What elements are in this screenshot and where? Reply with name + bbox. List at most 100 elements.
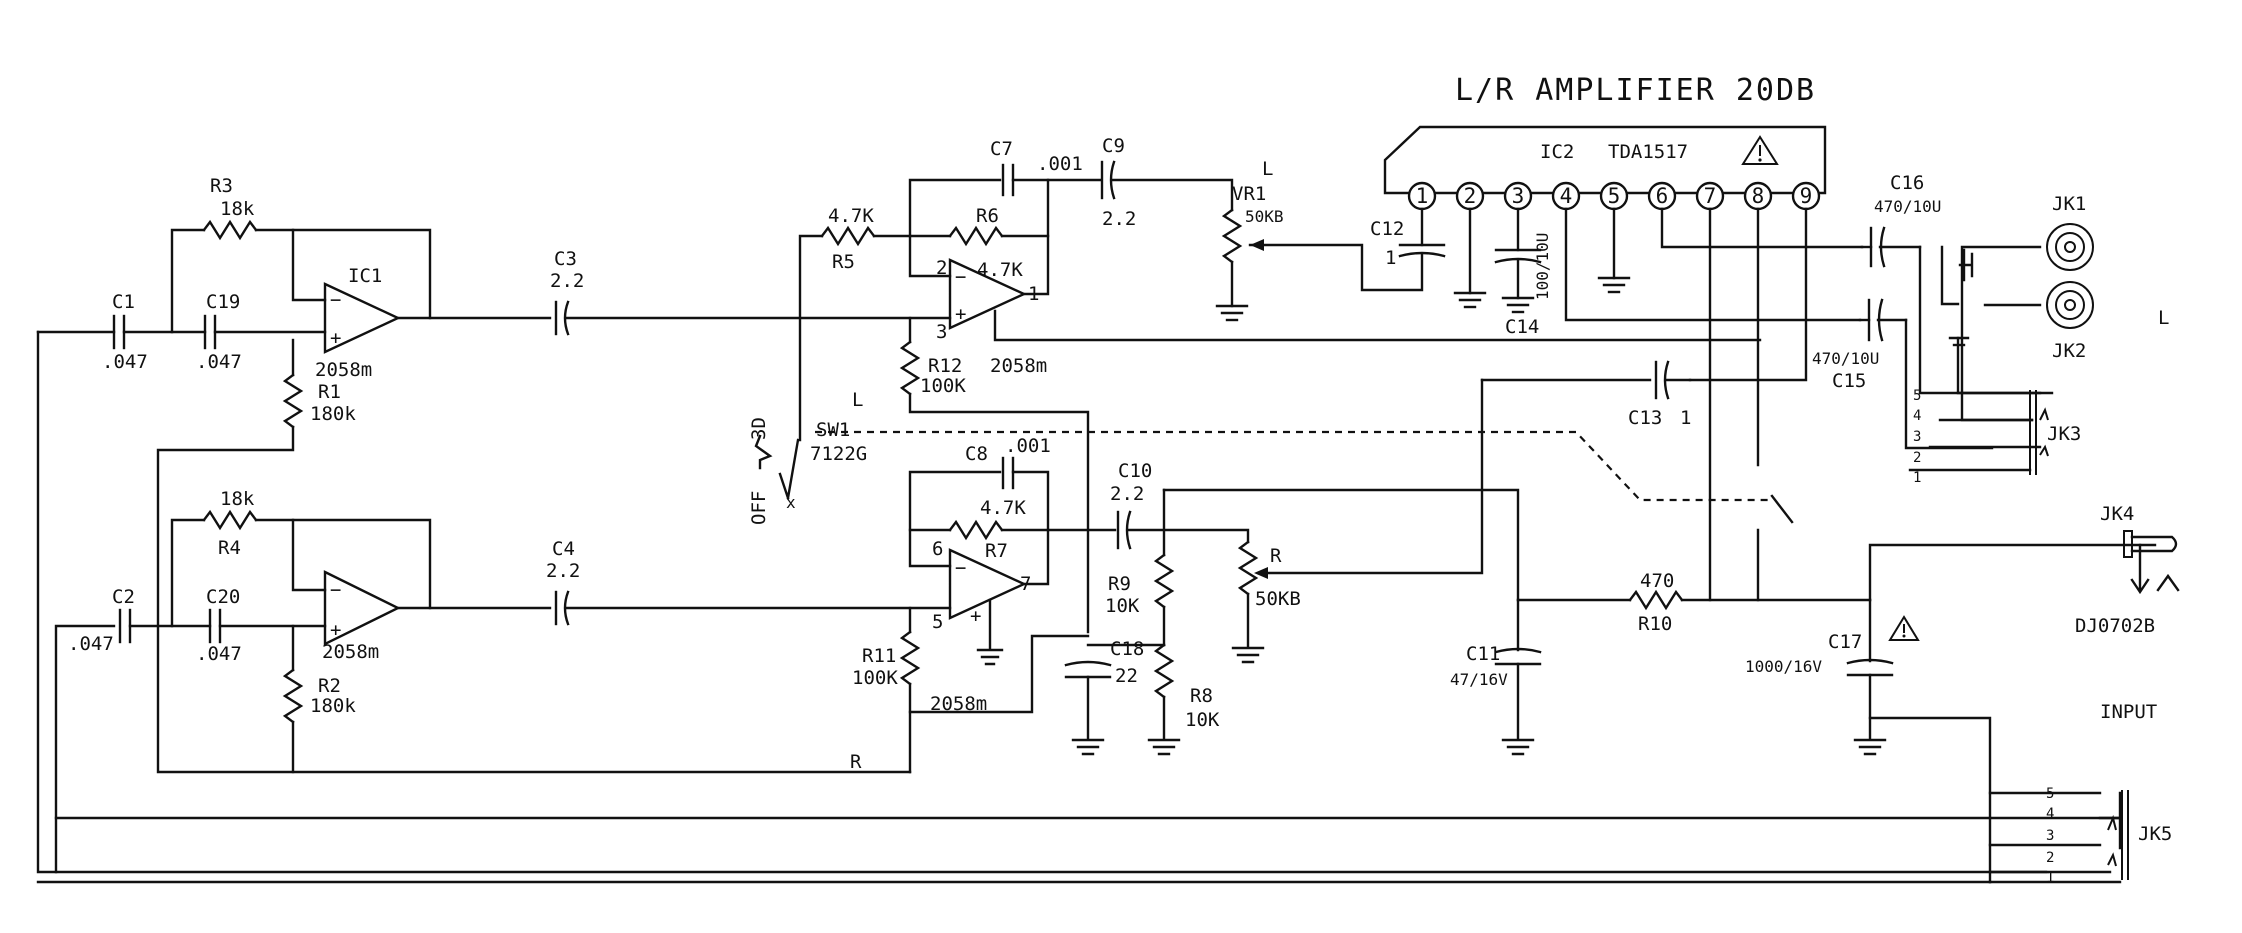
svg-text:50KB: 50KB [1245,207,1284,226]
svg-text:4: 4 [1560,184,1573,208]
svg-text:+: + [330,327,341,349]
schematic-title: L/R AMPLIFIER 20DB [1455,73,1816,108]
svg-text:−: − [955,557,966,579]
svg-text:C18: C18 [1110,638,1144,660]
resistor-r1 [282,373,304,429]
svg-text:.001: .001 [1005,435,1051,457]
svg-text:47/16V: 47/16V [1450,670,1508,689]
svg-text:JK1: JK1 [2052,193,2086,215]
svg-text:−: − [330,579,341,601]
svg-text:L: L [1262,158,1273,180]
svg-text:C14: C14 [1505,316,1539,338]
svg-text:470/10U: 470/10U [1812,349,1879,368]
resistor-r9 [1153,553,1175,609]
ganged-switch-link [815,430,1770,502]
svg-text:22: 22 [1115,665,1138,687]
svg-text:5: 5 [1608,184,1621,208]
svg-text:−: − [330,289,341,311]
switch-sw1 [778,438,800,500]
svg-text:4: 4 [1913,408,1921,424]
svg-text:R1: R1 [318,381,341,403]
capacitor-c1 [112,314,126,350]
svg-text:4: 4 [2046,806,2054,822]
resistor-r8 [1153,643,1175,699]
svg-text:1: 1 [1416,184,1429,208]
svg-text:2058m: 2058m [322,641,379,663]
svg-text:SW1: SW1 [816,419,850,441]
warning-triangle-icon [1741,135,1779,165]
svg-text:100K: 100K [920,375,966,397]
capacitor-c7 [1001,163,1015,197]
svg-text:L: L [2158,307,2169,329]
svg-text:JK2: JK2 [2052,340,2086,362]
svg-text:6: 6 [932,538,943,560]
svg-text:10K: 10K [1105,595,1140,617]
svg-text:R8: R8 [1190,685,1213,707]
resistor-r3 [202,219,258,241]
svg-text:DJ0702B: DJ0702B [2075,615,2155,637]
svg-text:3: 3 [2046,828,2054,844]
op-amp-ic1: − + [323,282,401,354]
svg-text:L: L [852,389,863,411]
svg-text:R7: R7 [985,540,1008,562]
svg-text:JK5: JK5 [2138,823,2172,845]
svg-text:2.2: 2.2 [1110,483,1144,505]
svg-text:C2: C2 [112,586,135,608]
svg-text:1: 1 [1680,407,1691,429]
capacitor-c2 [118,608,132,644]
potentiometer-vr1 [1221,208,1243,264]
svg-text:100/10U: 100/10U [1533,233,1552,300]
svg-text:180k: 180k [310,403,356,425]
svg-text:3D: 3D [748,417,770,440]
svg-text:2.2: 2.2 [1102,208,1136,230]
svg-text:2058m: 2058m [990,355,1047,377]
svg-text:470: 470 [1640,570,1674,592]
warning-triangle-icon [1888,615,1920,641]
svg-text:.047: .047 [102,351,148,373]
jack-jk2 [2046,281,2094,329]
svg-text:C19: C19 [206,291,240,313]
svg-text:C11: C11 [1466,643,1500,665]
svg-text:5: 5 [932,611,943,633]
svg-text:4.7K: 4.7K [828,205,874,227]
jack-jk3: 5 4 3 2 1 [1908,336,2049,486]
resistor-r6 [948,225,1004,247]
svg-text:R3: R3 [210,175,233,197]
svg-text:C8: C8 [965,443,988,465]
potentiometer-r [1237,540,1259,596]
svg-text:3: 3 [1913,429,1921,445]
svg-text:C15: C15 [1832,370,1866,392]
svg-text:R5: R5 [832,251,855,273]
ic2-tda1517: IC2 TDA1517 1 2 3 4 5 6 7 8 9 [1383,125,1827,211]
svg-text:2058m: 2058m [315,359,372,381]
capacitor-c12 [1398,243,1446,258]
svg-text:C9: C9 [1102,135,1125,157]
svg-text:R12: R12 [928,355,962,377]
svg-text:R2: R2 [318,675,341,697]
resistor-r7 [948,519,1004,541]
svg-text:.001: .001 [1037,153,1083,175]
svg-text:4.7K: 4.7K [977,259,1023,281]
svg-text:2: 2 [1913,450,1921,466]
svg-text:2.2: 2.2 [546,560,580,582]
svg-text:5: 5 [1913,388,1921,404]
svg-text:1: 1 [1913,470,1921,486]
svg-text:C1: C1 [112,291,135,313]
resistor-r12 [899,340,921,396]
jack-jk1 [2046,223,2094,271]
svg-text:R6: R6 [976,205,999,227]
svg-text:1: 1 [1385,247,1396,269]
op-amp-ic-r1: − + [323,570,401,646]
svg-text:x: x [786,493,796,512]
svg-text:C13: C13 [1628,407,1662,429]
resistor-r10 [1628,589,1684,611]
svg-text:R: R [1270,545,1282,567]
svg-text:INPUT: INPUT [2100,701,2157,723]
capacitor-c8 [1001,456,1015,490]
svg-text:18k: 18k [220,488,255,510]
svg-text:2058m: 2058m [930,693,987,715]
svg-text:3: 3 [936,321,947,343]
svg-text:−: − [955,266,966,288]
capacitor-c16 [1860,226,1922,268]
